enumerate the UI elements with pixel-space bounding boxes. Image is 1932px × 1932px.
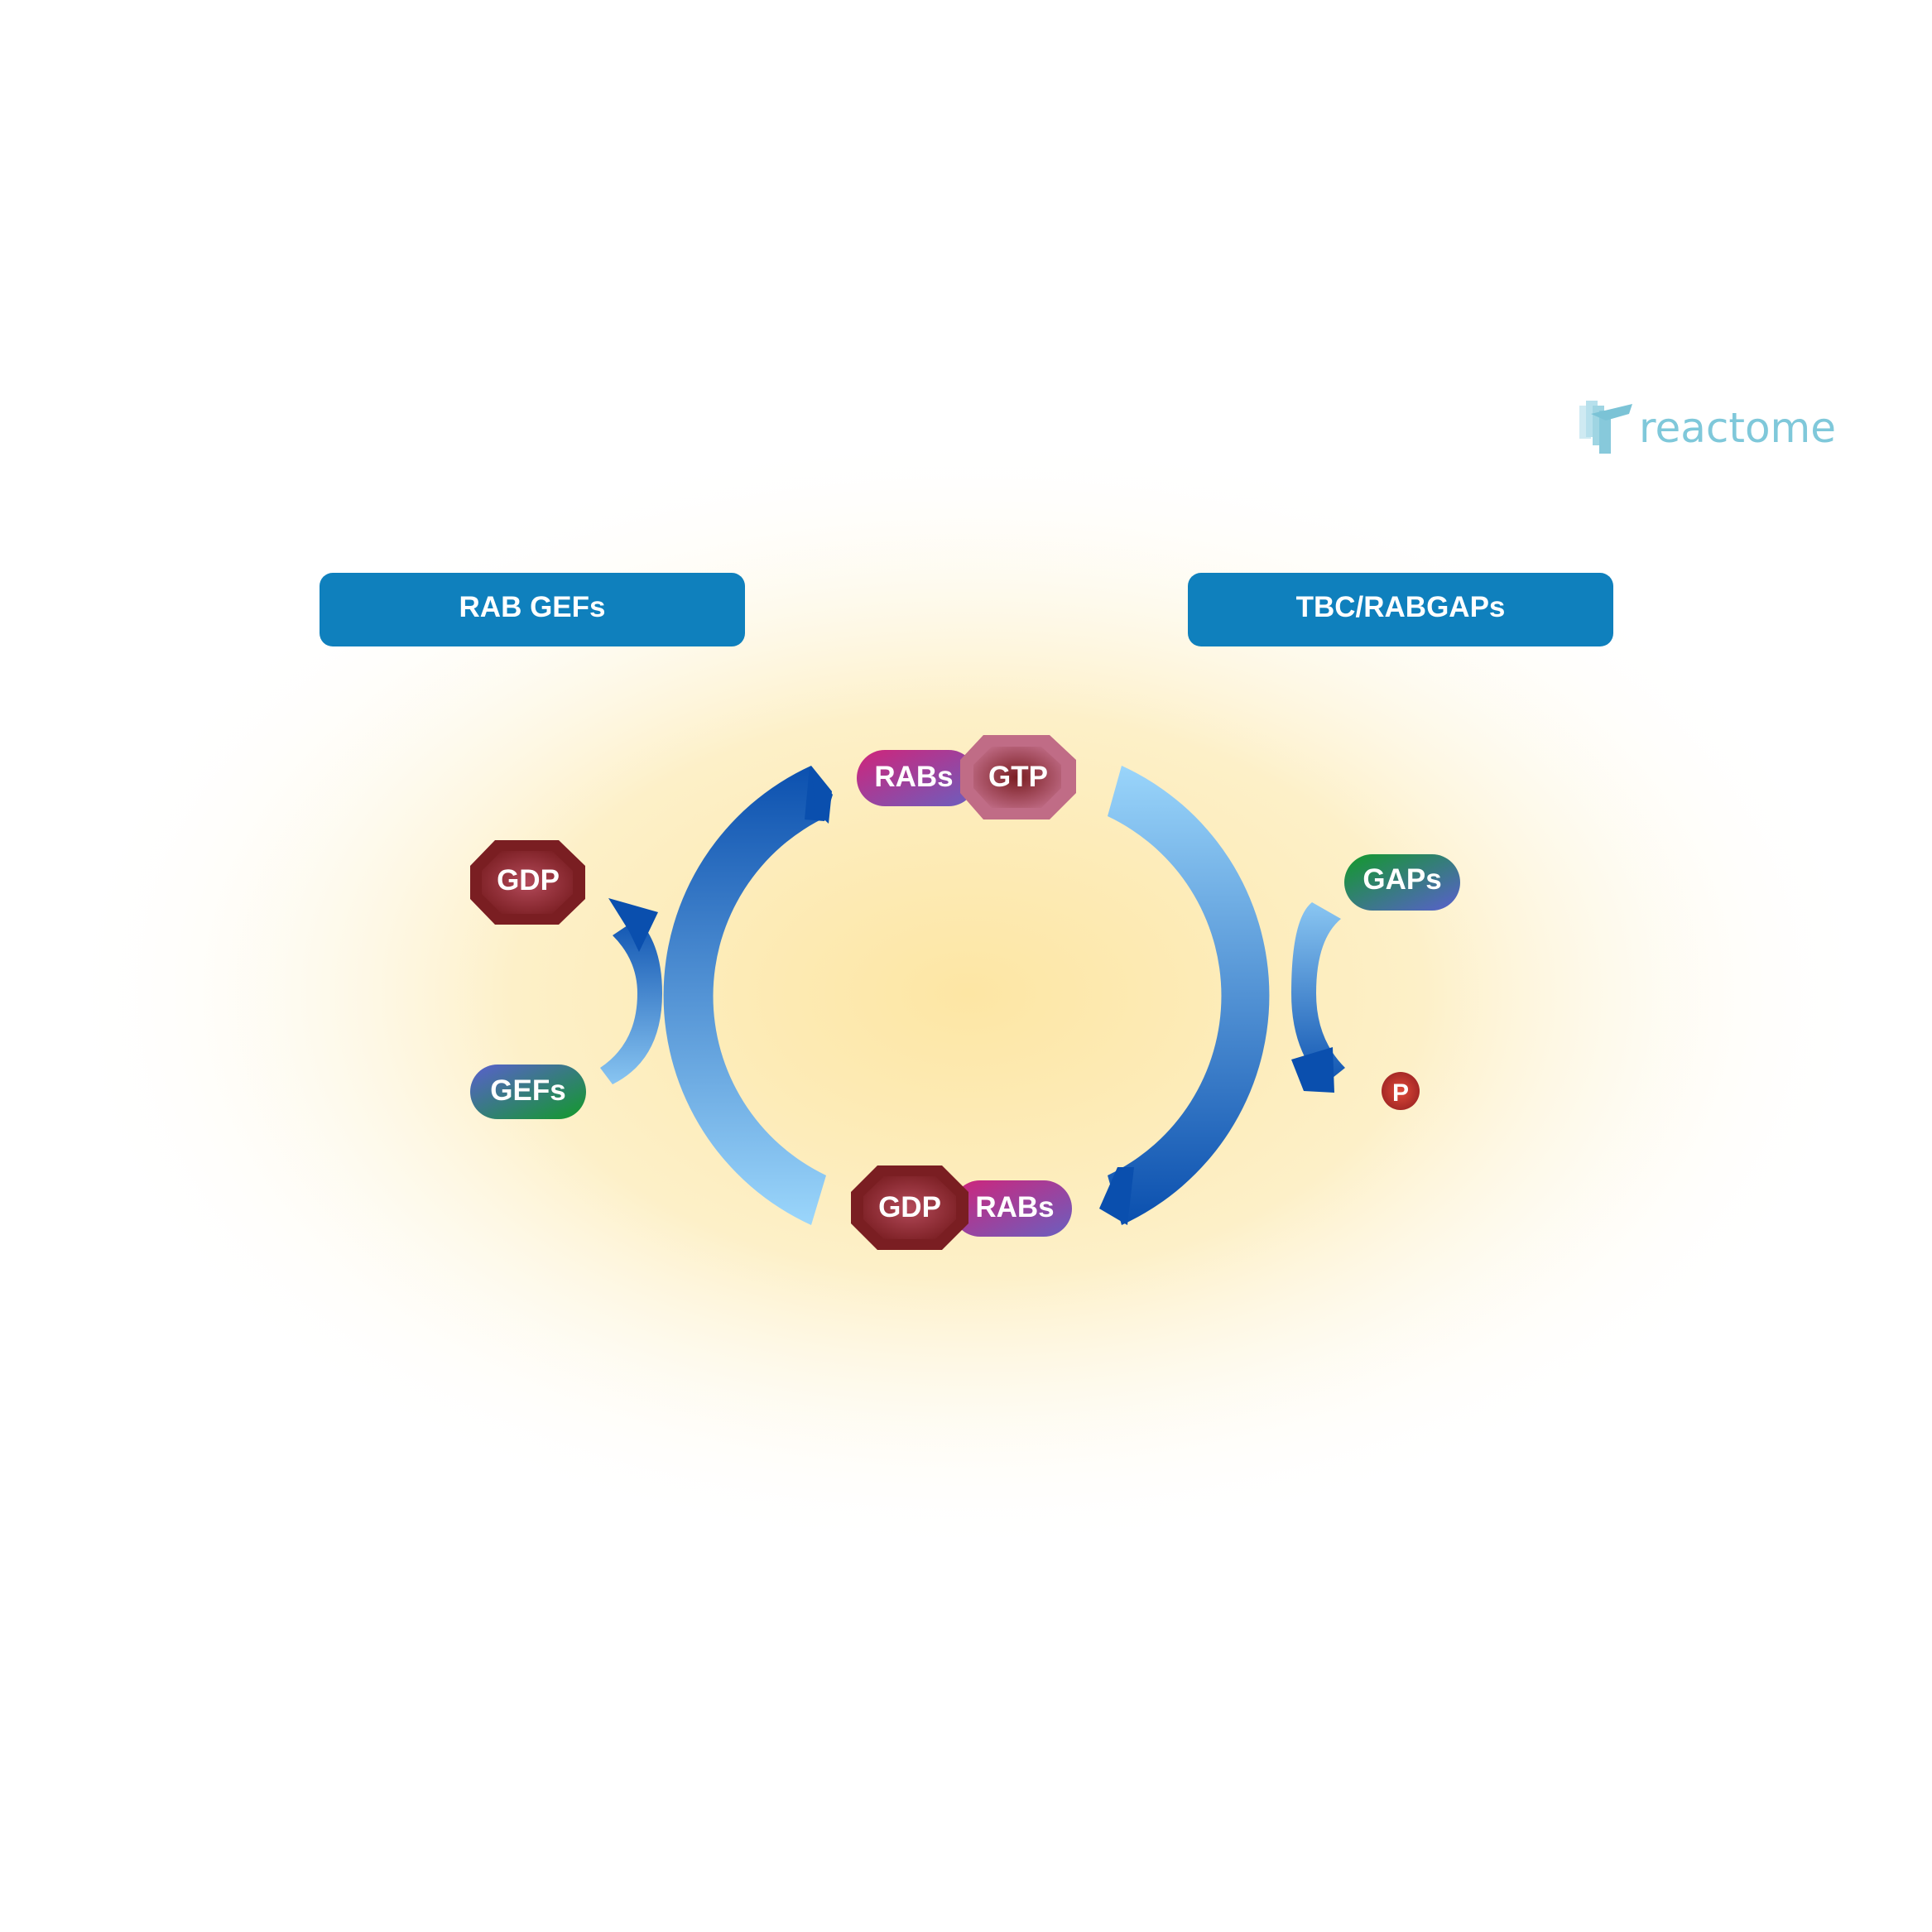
reactome-logo-text: reactome: [1639, 404, 1836, 452]
right-side-arrowhead: [1291, 1047, 1334, 1093]
protein-rabs-bottom-label: RABs: [975, 1191, 1054, 1223]
protein-rabs-top-label: RABs: [874, 761, 953, 793]
right-main-arrowhead: [1099, 1167, 1134, 1225]
reactome-logo: reactome: [1579, 401, 1836, 454]
molecule-gdp-bottom-label: GDP: [878, 1191, 941, 1223]
complex-rabs-gtp[interactable]: RABs GTP: [857, 735, 1076, 819]
molecule-gdp-bottom[interactable]: GDP: [851, 1165, 968, 1250]
protein-gaps-label: GAPs: [1362, 863, 1441, 896]
right-main-arc: [1108, 766, 1270, 1225]
molecule-gdp-left[interactable]: GDP: [470, 840, 585, 925]
molecule-gdp-left-label: GDP: [497, 864, 560, 896]
protein-gefs[interactable]: GEFs: [470, 1065, 586, 1119]
left-side-arc: [600, 919, 662, 1084]
reaction-right-gap[interactable]: [1099, 766, 1345, 1225]
left-side-arrowhead: [608, 898, 658, 952]
left-main-arrowhead-tip: [811, 766, 832, 824]
complex-gdp-rabs[interactable]: RABs GDP: [851, 1165, 1072, 1250]
protein-rabs-bottom[interactable]: RABs: [952, 1180, 1072, 1237]
label-rab-gefs-text: RAB GEFs: [459, 591, 606, 623]
protein-rabs-top[interactable]: RABs: [857, 750, 977, 806]
label-rab-gefs[interactable]: RAB GEFs: [320, 573, 745, 646]
protein-gefs-label: GEFs: [490, 1074, 565, 1107]
molecule-phosphate-label: P: [1392, 1079, 1409, 1107]
left-main-arc: [663, 766, 828, 1225]
reaction-left-gef[interactable]: [600, 766, 833, 1225]
reactome-logo-icon: [1579, 401, 1632, 454]
molecule-gtp-label: GTP: [988, 761, 1048, 793]
label-tbc-rabgaps[interactable]: TBC/RABGAPs: [1188, 573, 1613, 646]
molecule-phosphate[interactable]: P: [1382, 1072, 1420, 1110]
label-tbc-rabgaps-text: TBC/RABGAPs: [1296, 591, 1506, 623]
protein-gaps[interactable]: GAPs: [1344, 854, 1460, 911]
right-side-arc: [1291, 902, 1345, 1084]
molecule-gtp[interactable]: GTP: [960, 735, 1076, 819]
